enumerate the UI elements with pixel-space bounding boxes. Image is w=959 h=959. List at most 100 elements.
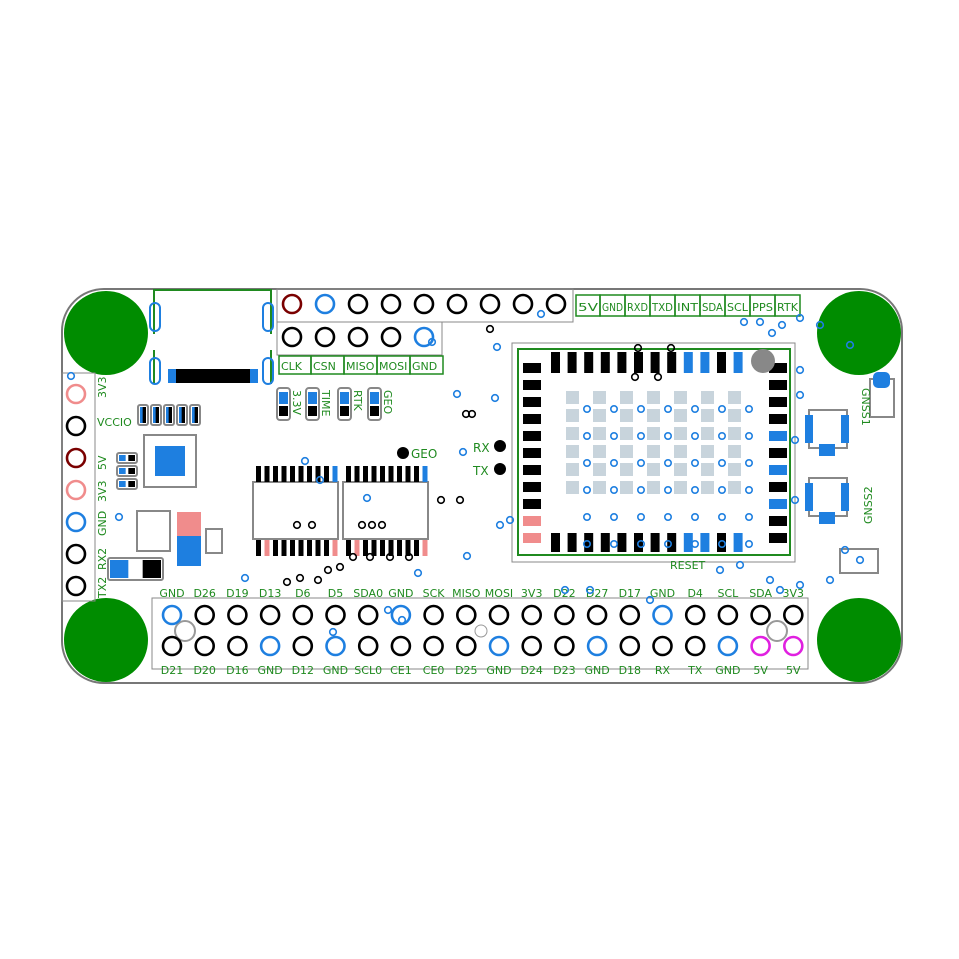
gnss-pad-top [551, 352, 560, 373]
via [377, 520, 387, 530]
gpio-label-bottom: D21 [161, 664, 183, 677]
via [307, 520, 317, 530]
via [404, 552, 414, 562]
header-pin [413, 326, 435, 348]
gpio-label-top: MOSI [485, 587, 513, 600]
switch-pad [819, 444, 835, 456]
via [636, 431, 645, 440]
gnss-header-label-gnd: GND [602, 301, 623, 314]
ic-left [252, 481, 339, 540]
gpio-pin-gnd [325, 635, 346, 657]
gpio-label-top: D26 [193, 587, 215, 600]
gnss-thermal-pad [701, 481, 714, 494]
ic-pad [281, 466, 287, 482]
via [582, 404, 591, 413]
header-pin [380, 293, 402, 315]
gpio-pin-mosi [488, 604, 510, 626]
led-anode [308, 392, 317, 404]
gnss-thermal-pad [593, 409, 606, 422]
via [609, 539, 618, 548]
via [383, 605, 393, 615]
gnss-thermal-pad [647, 409, 660, 422]
gnss-pad-top [733, 352, 743, 373]
via [767, 328, 777, 338]
capacitor-pad [179, 407, 183, 423]
resistor-pad [119, 455, 126, 461]
gnss-header-label-sda: SDA [702, 301, 723, 314]
via [653, 372, 663, 382]
gnss-pad-left [523, 448, 541, 458]
ic-pad [273, 466, 278, 482]
header-pin [347, 293, 369, 315]
via [633, 343, 643, 353]
gnss-thermal-pad [647, 427, 660, 440]
gnss-pad-right [769, 380, 787, 390]
via [114, 512, 124, 522]
via [582, 512, 591, 521]
gnss-thermal-pad [701, 445, 714, 458]
via [458, 447, 468, 457]
via [609, 404, 618, 413]
gpio-label-bottom: D16 [226, 664, 248, 677]
gnss-thermal-pad [701, 391, 714, 404]
gnss-thermal-pad [728, 445, 741, 458]
via [765, 575, 775, 585]
gpio-pin-sda [750, 604, 771, 626]
gpio-pin-gnd [161, 604, 183, 626]
gnss-pad-right [769, 482, 787, 492]
via [690, 539, 699, 548]
via [485, 324, 495, 334]
gnss-header-label-txd: TXD [651, 301, 673, 314]
gpio-pin-5v [782, 635, 804, 657]
gnss-pad-top [567, 352, 577, 373]
header-mount-left [174, 620, 196, 642]
ic-pad [388, 466, 394, 482]
gpio-pin-d12 [292, 635, 314, 657]
usb-pad [200, 369, 205, 383]
gpio-pin-rx [652, 635, 673, 657]
capacitor-pad [168, 407, 172, 423]
via [385, 552, 395, 562]
via [636, 512, 645, 521]
gpio-pin-tx [684, 635, 706, 657]
ic-pad [332, 540, 338, 556]
left-header-label: RX2 [96, 548, 109, 570]
ic-pad [315, 540, 321, 556]
capacitor-pad [140, 407, 144, 423]
via [315, 475, 325, 485]
gpio-label-bottom: D12 [292, 664, 314, 677]
ic-pad [281, 540, 287, 556]
via [666, 343, 676, 353]
via [609, 512, 618, 521]
via [717, 512, 726, 521]
resistor-pad [119, 481, 126, 487]
gpio-label-bottom: SCL0 [354, 664, 382, 677]
header-label-gnd: GND [412, 360, 437, 373]
top-header-outline-2 [276, 321, 443, 356]
gpio-pin-d4 [684, 604, 706, 626]
qfn-chip [143, 434, 197, 488]
gnss-pad-left [523, 414, 541, 424]
capacitor-tantalum-pad [177, 512, 201, 536]
rx-label: RX [473, 441, 490, 455]
gnss-thermal-pad [566, 481, 579, 494]
capacitor-pad [192, 407, 196, 423]
gpio-pin-d24 [521, 635, 543, 657]
gnss-thermal-pad [593, 391, 606, 404]
ic-pad [264, 466, 270, 482]
gnss-thermal-pad [566, 463, 579, 476]
led-cathode [370, 406, 379, 416]
gnss-module [517, 348, 791, 556]
gpio-pin-d27 [586, 604, 608, 626]
gnss-pad-bottom [567, 533, 577, 552]
gpio-label-bottom: RX [655, 664, 671, 677]
capacitor-pad [166, 407, 170, 423]
led-cathode [308, 406, 317, 416]
gpio-pin-ce0 [423, 635, 444, 657]
gpio-label-top: D19 [226, 587, 248, 600]
gpio-label-top: GND [388, 587, 413, 600]
gnss-pad-bottom [717, 533, 726, 552]
ic-pad [405, 540, 411, 556]
via [282, 577, 292, 587]
